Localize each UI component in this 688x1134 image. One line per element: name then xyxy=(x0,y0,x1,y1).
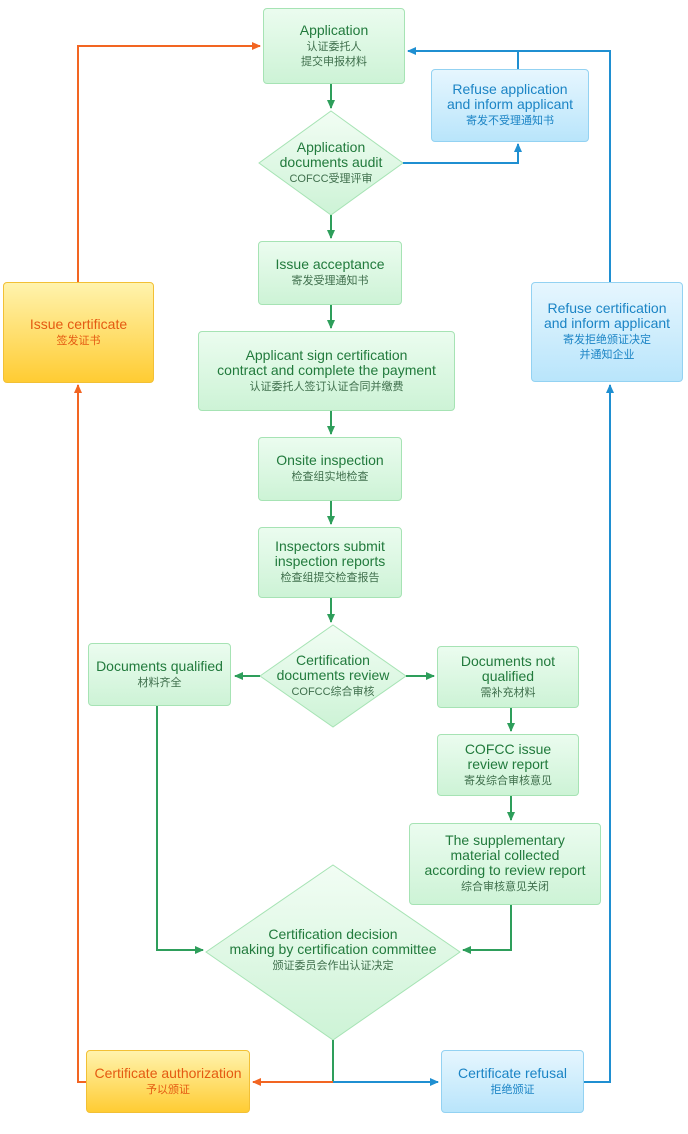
refuse-application-box: Refuse application and inform applicant … xyxy=(431,69,589,142)
issue-certificate-box: Issue certificate 签发证书 xyxy=(3,282,154,383)
application-box: Application 认证委托人 提交申报材料 xyxy=(263,8,405,84)
application-label: Application xyxy=(299,21,369,38)
review-diamond xyxy=(259,624,407,728)
arrow-issue-to-application xyxy=(77,42,261,282)
decision-sublabel: 颁证委员会作出认证决定 xyxy=(272,959,394,972)
refusal-sublabel: 拒绝颁证 xyxy=(490,1083,535,1096)
qualified-label: Documents qualified xyxy=(96,657,223,674)
refusal-label: Certificate refusal xyxy=(458,1064,567,1081)
arrow-refusal-to-refuse-certification xyxy=(584,384,614,1083)
authorization-box: Certificate authorization 予以颁证 xyxy=(86,1050,250,1113)
arrow-refuse-certification-to-application xyxy=(518,50,611,282)
audit-label: Application documents audit xyxy=(279,138,383,170)
submit-reports-box: Inspectors submit inspection reports 检查组… xyxy=(258,527,402,598)
refuse-certification-label: Refuse certification and inform applican… xyxy=(543,300,671,331)
review-text: Certification documents review COFCC综合审核 xyxy=(260,640,406,712)
issue-certificate-sublabel: 签发证书 xyxy=(56,334,101,347)
supplementary-sublabel: 综合审核意见关闭 xyxy=(461,881,549,893)
refuse-application-sublabel: 寄发不受理通知书 xyxy=(466,115,554,127)
issue-acceptance-sublabel: 寄发受理通知书 xyxy=(291,275,369,287)
arrow-supplementary-to-decision xyxy=(462,905,512,954)
review-report-label: COFCC issue review report xyxy=(464,740,552,772)
onsite-label: Onsite inspection xyxy=(276,452,384,468)
issue-certificate-label: Issue certificate xyxy=(29,315,128,332)
sign-contract-sublabel: 认证委托人签订认证合同并缴费 xyxy=(249,380,404,393)
not-qualified-label: Documents not qualified xyxy=(460,652,556,684)
arrow-audit-to-refuse xyxy=(403,143,522,164)
review-label: Certification documents review xyxy=(276,651,390,683)
issue-acceptance-box: Issue acceptance 寄发受理通知书 xyxy=(258,241,402,305)
sign-contract-box: Applicant sign certification contract an… xyxy=(198,331,455,411)
onsite-box: Onsite inspection 检查组实地检查 xyxy=(258,437,402,501)
arrow-refuse-to-application xyxy=(407,47,519,69)
onsite-sublabel: 检查组实地检查 xyxy=(291,471,369,483)
review-report-sublabel: 寄发综合审核意见 xyxy=(464,774,552,787)
arrow-authorization-to-issue xyxy=(74,384,86,1083)
authorization-sublabel: 予以颁证 xyxy=(146,1083,190,1096)
sign-contract-label: Applicant sign certification contract an… xyxy=(217,346,436,378)
decision-label: Certification decision making by certifi… xyxy=(229,925,437,957)
authorization-label: Certificate authorization xyxy=(94,1064,242,1081)
not-qualified-sublabel: 需补充材料 xyxy=(480,686,536,699)
application-sublabel: 认证委托人 提交申报材料 xyxy=(301,40,367,68)
not-qualified-box: Documents not qualified 需补充材料 xyxy=(437,646,579,708)
refuse-certification-sublabel: 寄发拒绝颁证决定 并通知企业 xyxy=(563,334,651,361)
refusal-box: Certificate refusal 拒绝颁证 xyxy=(441,1050,584,1113)
review-sublabel: COFCC综合审核 xyxy=(291,685,375,698)
audit-text: Application documents audit COFCC受理评审 xyxy=(259,123,403,203)
refuse-application-label: Refuse application and inform applicant xyxy=(446,81,574,112)
supplementary-box: The supplementary material collected acc… xyxy=(409,823,601,905)
qualified-sublabel: 材料齐全 xyxy=(137,676,182,689)
submit-reports-sublabel: 检查组提交检查报告 xyxy=(280,572,380,584)
submit-reports-label: Inspectors submit inspection reports xyxy=(274,538,386,569)
refuse-certification-box: Refuse certification and inform applican… xyxy=(531,282,683,382)
arrow-qualified-to-decision xyxy=(156,706,204,954)
supplementary-label: The supplementary material collected acc… xyxy=(424,832,586,878)
review-report-box: COFCC issue review report 寄发综合审核意见 xyxy=(437,734,579,796)
decision-text: Certification decision making by certifi… xyxy=(206,915,460,985)
issue-acceptance-label: Issue acceptance xyxy=(275,256,385,272)
qualified-box: Documents qualified 材料齐全 xyxy=(88,643,231,706)
audit-sublabel: COFCC受理评审 xyxy=(289,172,373,185)
